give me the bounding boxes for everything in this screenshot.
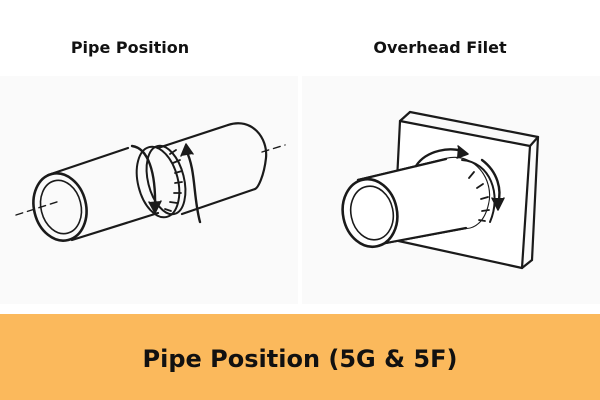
left-pipe-section xyxy=(32,146,160,242)
footer-banner: Pipe Position (5G & 5F) xyxy=(0,314,600,400)
footer-caption: Pipe Position (5G & 5F) xyxy=(142,345,458,373)
pipe-position-title: Pipe Position xyxy=(70,38,190,57)
pipe-body xyxy=(341,156,491,249)
overhead-fillet-illustration xyxy=(302,76,600,304)
pipe-inner-wall xyxy=(349,185,395,241)
pipe-inner-wall xyxy=(39,179,83,235)
overhead-fillet-title: Overhead Filet xyxy=(373,38,507,57)
pipe-opening xyxy=(32,172,88,242)
weld-direction-arrows xyxy=(414,145,505,211)
fillet-weld xyxy=(461,159,496,223)
pipe-position-illustration xyxy=(0,76,298,304)
weld-direction-arrows xyxy=(130,143,202,224)
pipe-centerline xyxy=(15,200,61,216)
weld-bead xyxy=(135,144,187,219)
right-pipe-section xyxy=(156,122,268,216)
